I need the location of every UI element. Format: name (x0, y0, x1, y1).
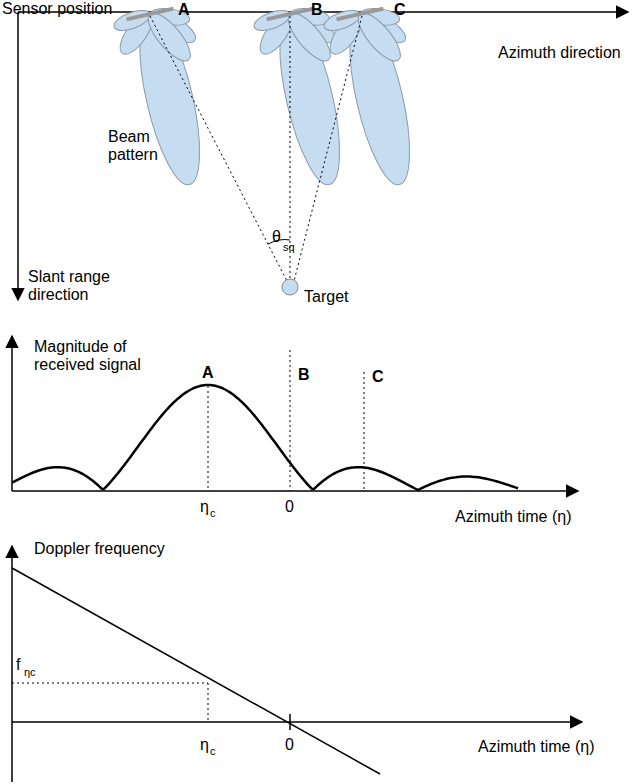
marker-line (290, 350, 291, 491)
subscript: c (210, 507, 216, 520)
tick-label: η (200, 498, 209, 516)
axis-title: Sensor position (2, 0, 112, 18)
axis-title: Azimuth direction (498, 44, 621, 62)
part-label: Target (304, 288, 348, 306)
axis-title: Azimuth time (η) (478, 738, 594, 756)
doppler-line (12, 568, 380, 774)
line-of-sight (150, 16, 287, 281)
received-signal-curve (12, 385, 518, 490)
time-axis (12, 490, 578, 492)
tick-label: η (200, 736, 209, 754)
beam-lobe (252, 6, 293, 34)
tick-label: f (16, 656, 20, 674)
tick-label: 0 (285, 498, 294, 516)
tick-label: 0 (285, 736, 294, 754)
antenna (127, 9, 174, 20)
beam-patterns (112, 5, 422, 189)
position-letter: C (394, 1, 406, 19)
doppler-axis (11, 546, 13, 782)
marker-line (364, 372, 365, 491)
subscript: c (210, 745, 216, 758)
guide-line (12, 683, 208, 684)
position-letter: C (372, 368, 384, 386)
axis-title: Slant range direction (28, 268, 132, 304)
antenna (337, 9, 384, 20)
subscript: ηc (24, 666, 36, 679)
target (282, 279, 298, 295)
axis-title: Azimuth time (η) (455, 508, 571, 526)
magnitude-axis (11, 336, 13, 491)
beam-lobe (322, 6, 363, 34)
range-axis (17, 12, 19, 300)
time-axis (12, 721, 582, 723)
subscript: sq (283, 241, 295, 254)
axis-title: Magnitude of received signal (34, 338, 158, 374)
marker-line (208, 386, 209, 491)
angle-symbol: θ (272, 228, 281, 246)
position-letter: A (178, 1, 190, 19)
axis-title: Doppler frequency (34, 540, 165, 558)
beam-lobe (112, 6, 153, 34)
tick (289, 714, 291, 730)
position-letter: B (311, 1, 323, 19)
position-letter: B (298, 366, 310, 384)
guide-line (208, 683, 209, 722)
part-label: Beam pattern (108, 128, 170, 164)
line-of-sight (294, 16, 362, 281)
position-letter: A (202, 364, 214, 382)
